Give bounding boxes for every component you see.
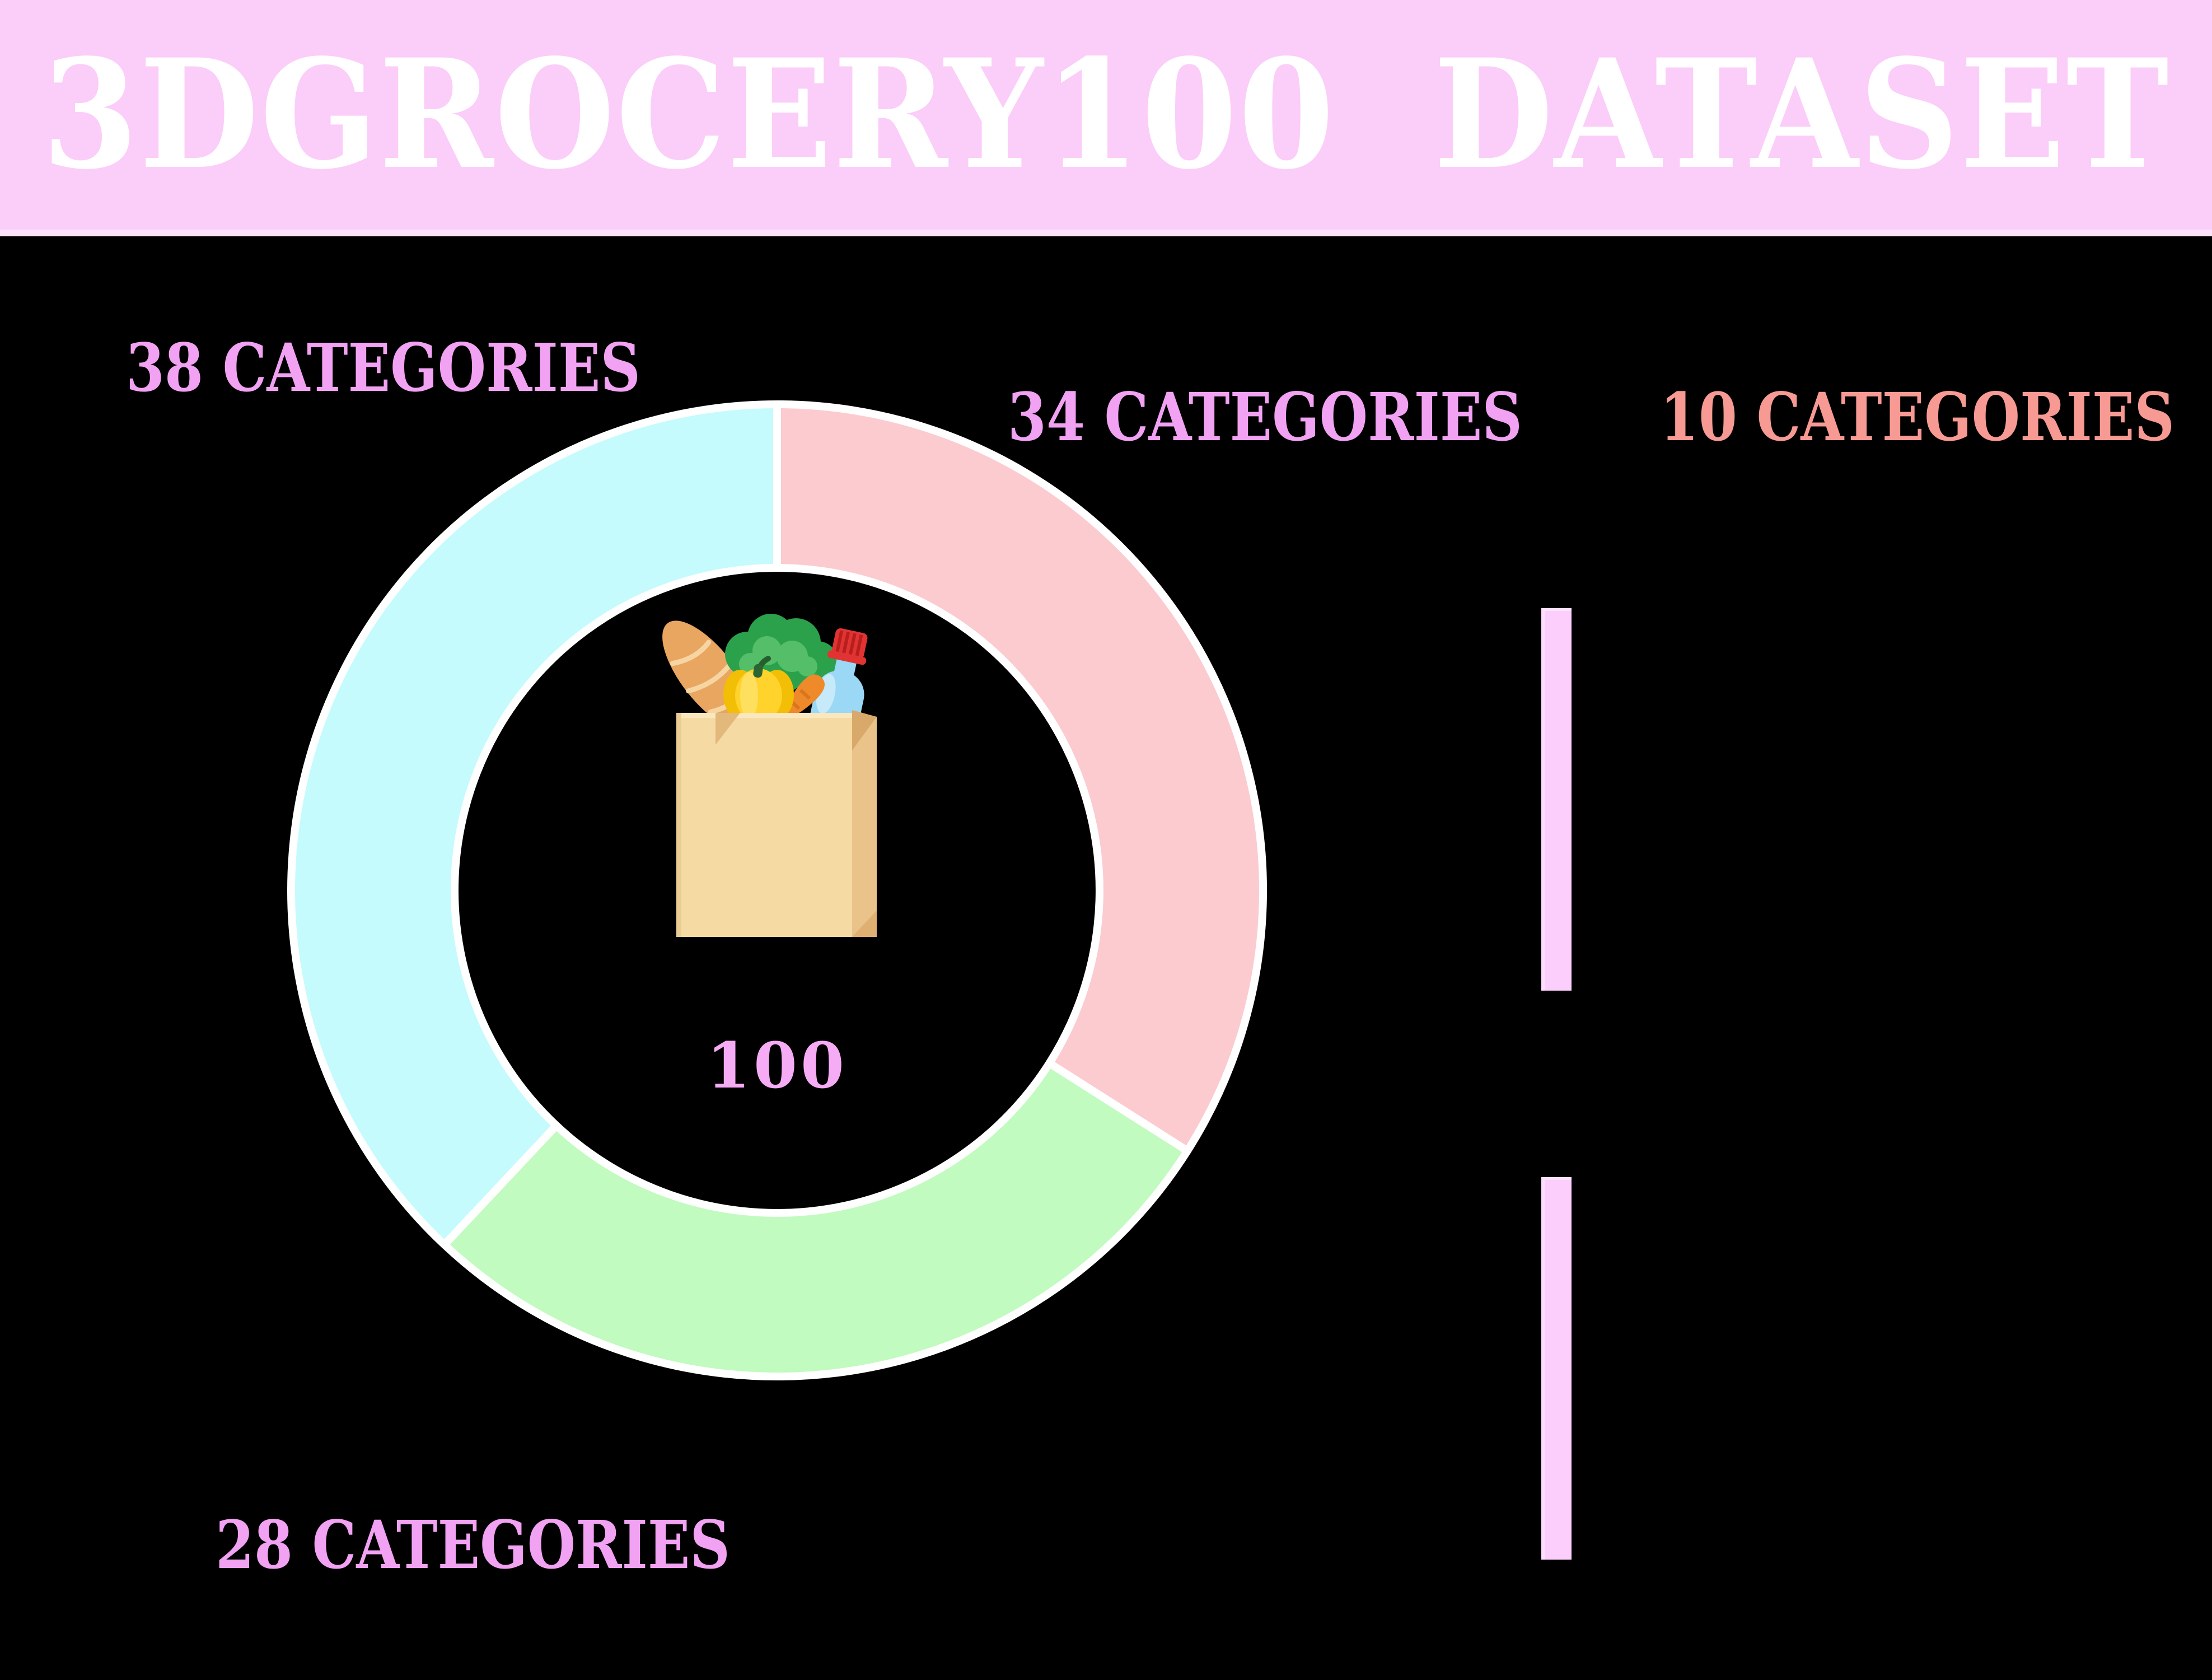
label-34-categories: 34 CATEGORIES bbox=[1008, 378, 1522, 456]
donut-segment-28 bbox=[440, 1059, 1191, 1380]
paper-bag bbox=[676, 710, 877, 937]
chart-center-total: 100 bbox=[707, 1029, 848, 1103]
divider-bar-bottom bbox=[1541, 1177, 1572, 1560]
label-10-categories: 10 CATEGORIES bbox=[1660, 378, 2174, 456]
lettuce-icon bbox=[725, 614, 839, 693]
donut-segment-38 bbox=[287, 400, 781, 1249]
page-title: 3DGROCERY100 DATASET bbox=[42, 26, 2170, 203]
label-38-categories: 38 CATEGORIES bbox=[126, 329, 640, 407]
bell-pepper-icon bbox=[723, 656, 794, 722]
carrot-icon bbox=[782, 674, 825, 721]
title-banner: 3DGROCERY100 DATASET bbox=[0, 0, 2212, 236]
donut-chart bbox=[287, 400, 1268, 1380]
divider-bar-top bbox=[1541, 608, 1572, 991]
donut-chart-container bbox=[273, 386, 1281, 1394]
donut-segment-34 bbox=[773, 400, 1268, 1155]
label-28-categories: 28 CATEGORIES bbox=[216, 1506, 730, 1584]
grocery-bag-icon bbox=[662, 614, 877, 937]
